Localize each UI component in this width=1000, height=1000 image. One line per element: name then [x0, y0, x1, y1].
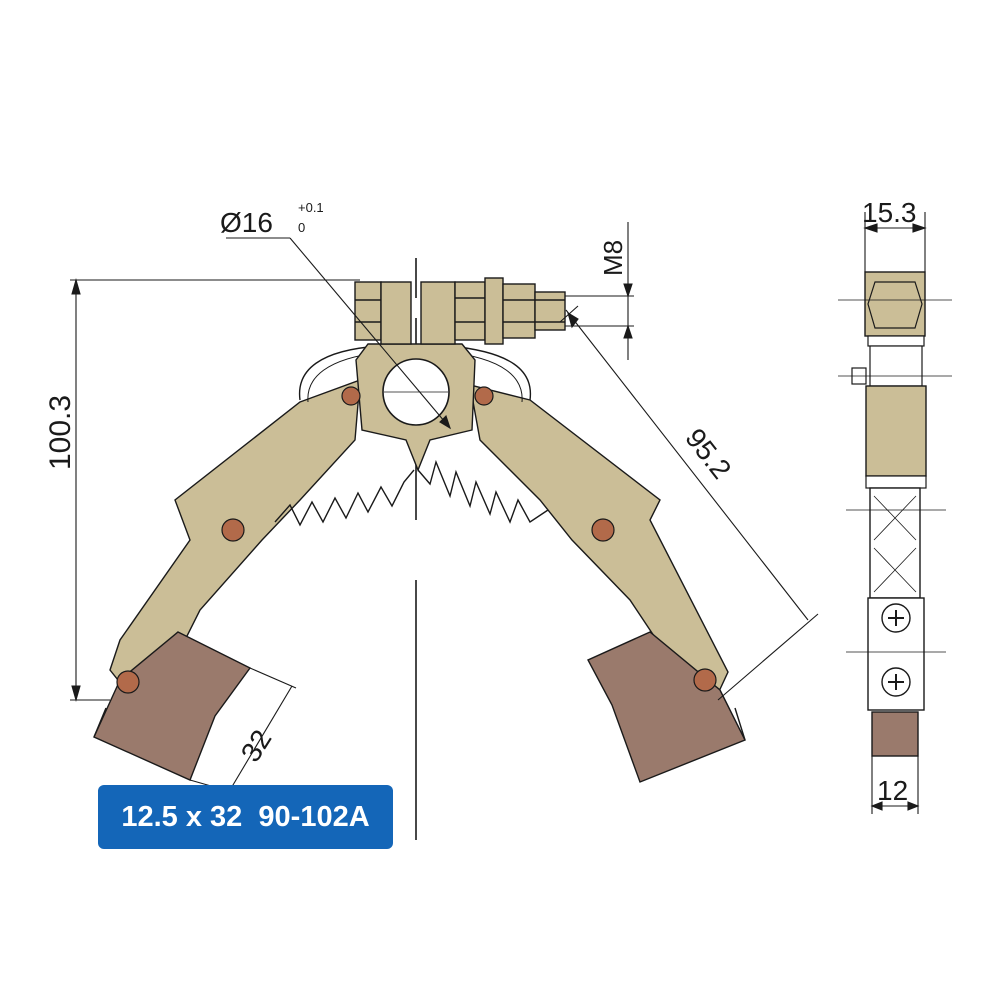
clamp-screw	[354, 277, 566, 345]
side-width-label: 15.3	[862, 197, 917, 228]
left-spring	[274, 469, 415, 527]
pin-left-lower	[116, 670, 140, 694]
pin-right-upper	[474, 386, 494, 406]
height-dimension-lines	[70, 277, 360, 703]
pin-right-middle	[591, 518, 615, 542]
side-brush	[871, 711, 919, 757]
bore-tolerance-upper: +0.1	[298, 200, 324, 215]
pin-right-lower	[693, 668, 717, 692]
right-brush	[587, 631, 746, 783]
hub	[355, 343, 476, 472]
brush-width-label: 12	[877, 775, 908, 806]
pin-left-middle	[221, 518, 245, 542]
thread-dimension-lines	[565, 222, 634, 360]
brush-length-label: 32	[235, 724, 278, 767]
right-spring	[417, 459, 549, 524]
side-width-dimension-lines	[863, 212, 927, 272]
bore-tolerance-lower: 0	[298, 220, 305, 235]
height-label: 100.3	[44, 395, 77, 470]
bore-diameter-label: Ø16	[220, 207, 273, 238]
brush-width-dimension-lines	[870, 756, 920, 814]
bore-leader-line	[226, 237, 451, 430]
side-view	[838, 271, 952, 757]
pin-left-upper	[341, 386, 361, 406]
reach-dimension-lines	[559, 305, 819, 701]
reach-label: 95.2	[679, 423, 737, 485]
thread-label: M8	[598, 240, 628, 276]
size-rating-badge: 12.5 x 32 90-102A	[98, 785, 393, 849]
